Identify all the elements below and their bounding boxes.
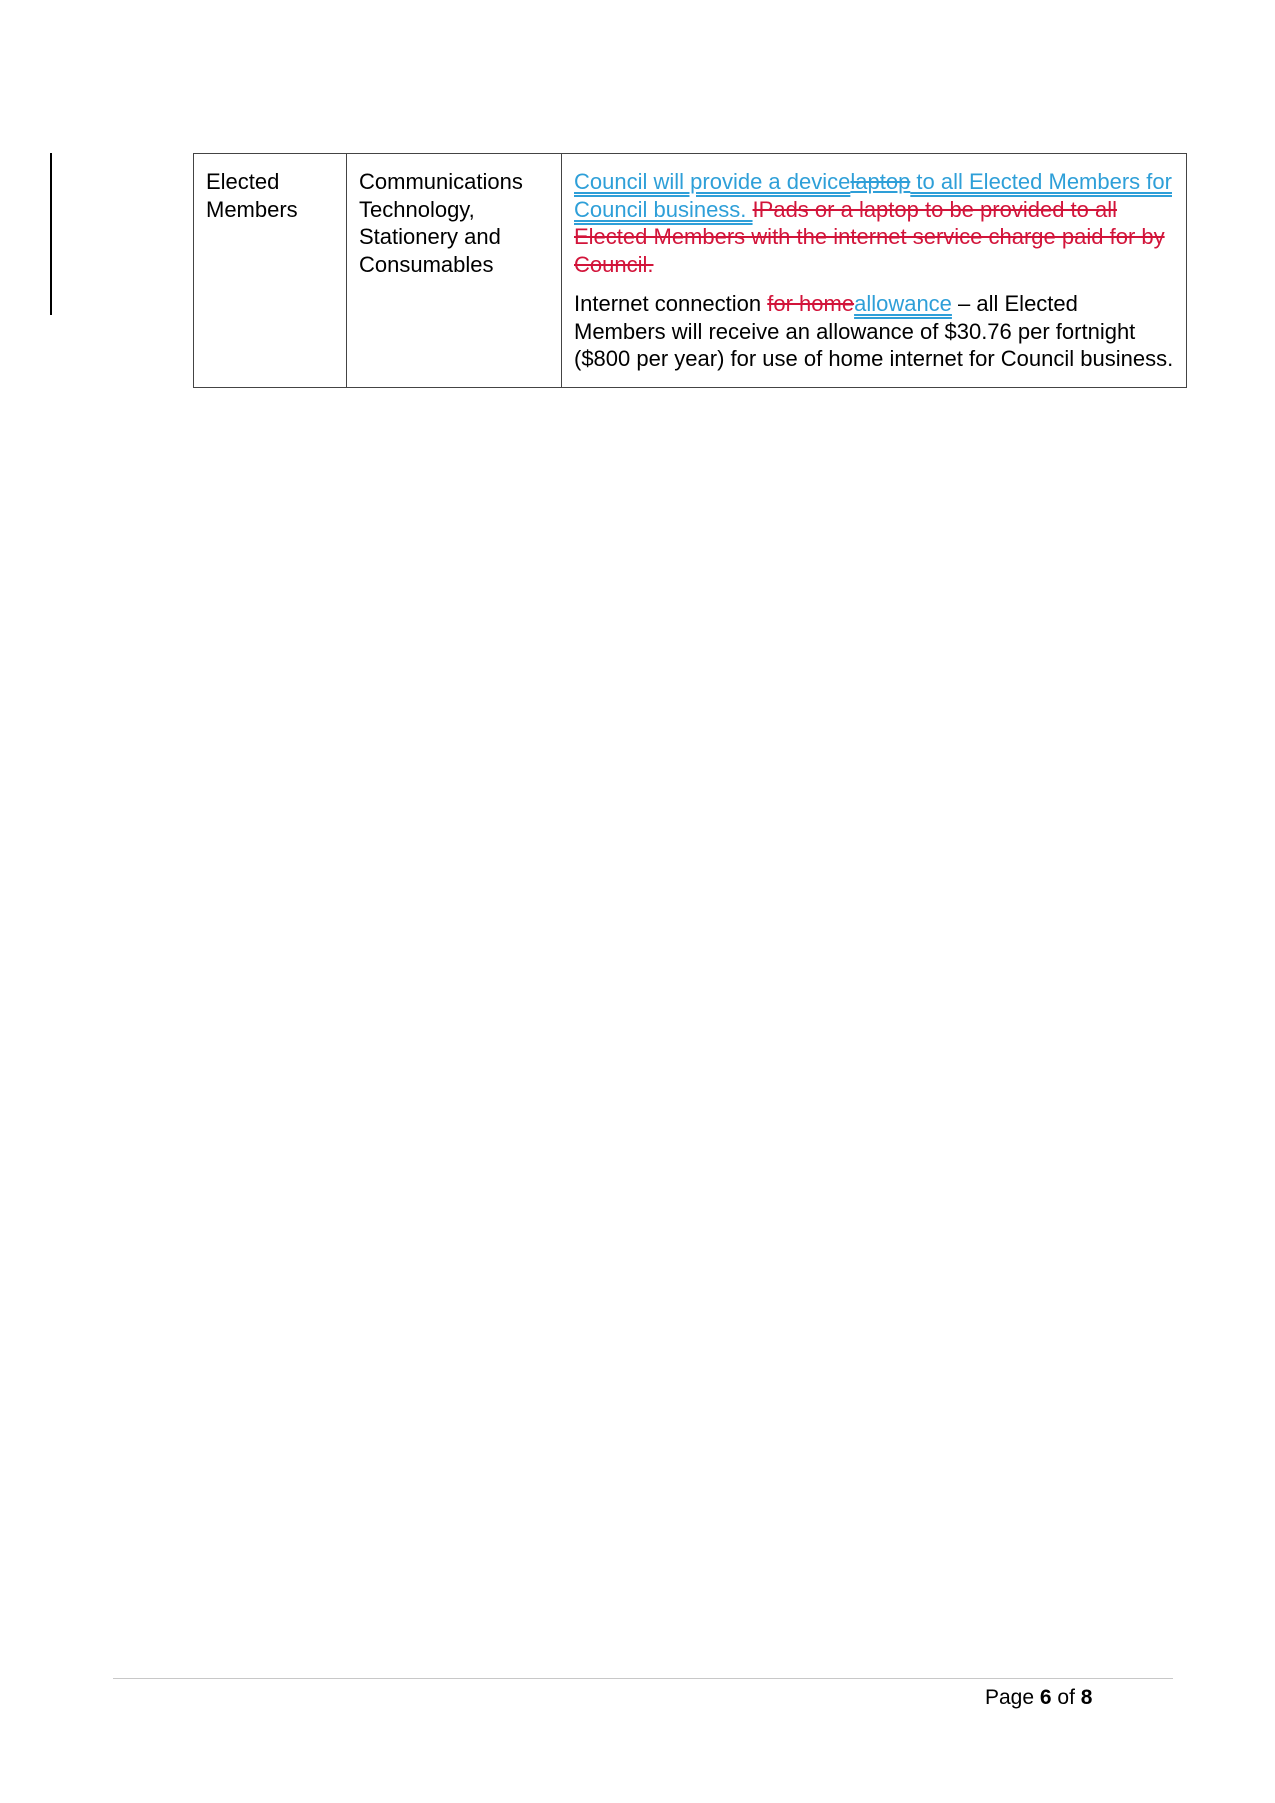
internet-text-end: – all Elected Members will receive an al… <box>574 291 1174 371</box>
recipient-text: Elected Members <box>206 169 298 222</box>
tracked-deletion: IPads or a laptop to be provided to all … <box>574 196 1165 277</box>
tracked-deletion: for home <box>767 291 855 316</box>
tracked-deletion: laptop <box>850 169 911 194</box>
recipient-cell: Elected Members <box>193 153 347 388</box>
footer-divider <box>113 1678 1173 1679</box>
page-current: 6 <box>1039 1686 1052 1709</box>
provision-cell: Council will provide a devicelaptop to a… <box>561 153 1187 388</box>
category-text: Communications Technology, Stationery an… <box>359 169 523 277</box>
page-word: Page <box>985 1686 1040 1709</box>
page-number: Page 6 of 8 <box>985 1686 1092 1710</box>
revision-change-bar <box>50 153 52 315</box>
tracked-insertion: allowance <box>854 291 952 316</box>
policy-table: Elected Members Communications Technolog… <box>193 153 1187 388</box>
table-row: Elected Members Communications Technolog… <box>193 153 1187 388</box>
category-cell: Communications Technology, Stationery an… <box>346 153 562 388</box>
internet-text-start: Internet connection <box>574 291 768 316</box>
tracked-insertion: Council will provide a device <box>574 169 851 194</box>
internet-paragraph: Internet connection for homeallowance – … <box>574 290 1174 373</box>
page-of: of <box>1051 1686 1081 1709</box>
tracked-insertion: to all Elected Members for Council busin… <box>574 169 1172 222</box>
page-total: 8 <box>1080 1686 1093 1709</box>
device-paragraph: Council will provide a devicelaptop to a… <box>574 168 1174 278</box>
